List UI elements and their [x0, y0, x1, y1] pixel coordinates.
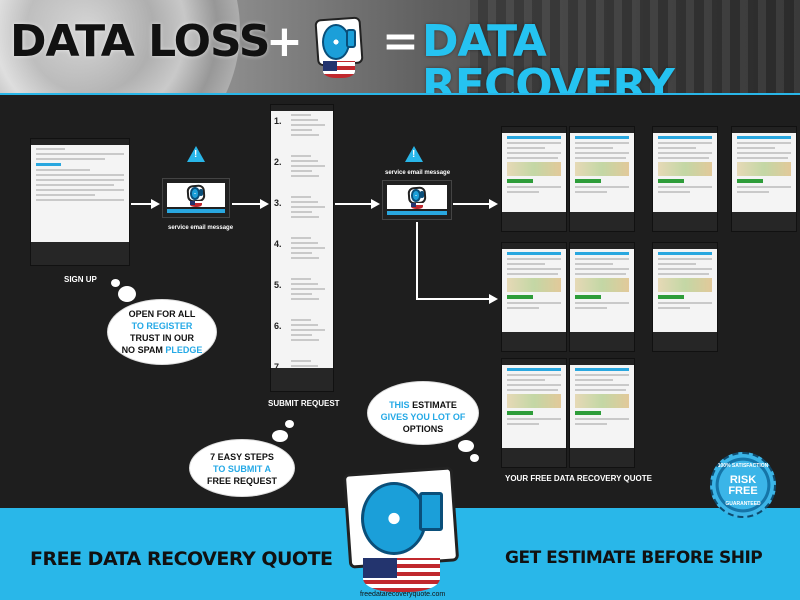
quote-screenshot	[731, 126, 797, 232]
flow-arrow-head	[489, 199, 498, 209]
flow-arrow-head	[151, 199, 160, 209]
quote-screenshot	[501, 242, 567, 352]
service-email-caption: service email message	[385, 170, 451, 176]
server-rack-image	[470, 0, 800, 93]
flow-arrow	[335, 203, 371, 205]
warning-icon: !	[405, 146, 423, 162]
footer-free-quote: FREE DATA RECOVERY QUOTE	[30, 548, 333, 570]
flow-arrow-head	[489, 294, 498, 304]
cloud-puff	[111, 279, 120, 287]
brand-logo-icon	[342, 466, 460, 592]
submit-step-number: 6.	[274, 321, 282, 331]
submit-step-number: 5.	[274, 280, 282, 290]
submit-request-screenshot: 1. 2. 3. 4. 5. 6. 7.	[270, 104, 334, 392]
flow-arrow-head	[371, 199, 380, 209]
cloud-bubble	[108, 300, 216, 364]
service-email-screenshot	[382, 180, 452, 220]
header-data-recovery: DATA RECOVERY	[422, 16, 675, 95]
cloud-open-text: OPEN FOR ALL TO REGISTER TRUST IN OUR NO…	[121, 309, 203, 355]
flow-arrow	[453, 203, 489, 205]
warning-icon: !	[187, 146, 205, 162]
signup-screenshot	[30, 138, 130, 266]
signup-caption: SIGN UP	[64, 275, 97, 284]
submit-step: 4.	[271, 237, 333, 275]
quote-caption: YOUR FREE DATA RECOVERY QUOTE	[505, 474, 652, 483]
flow-arrow	[232, 203, 260, 205]
submit-step-number: 2.	[274, 157, 282, 167]
quote-screenshot	[652, 242, 718, 352]
quote-screenshot	[501, 358, 567, 468]
submit-step: 1.	[271, 114, 333, 152]
quote-screenshot	[569, 242, 635, 352]
flow-arrow-head	[260, 199, 269, 209]
submit-step-number: 4.	[274, 239, 282, 249]
cloud-puff	[272, 430, 288, 442]
flow-arrow	[131, 203, 151, 205]
brand-logo-icon	[314, 16, 364, 78]
submit-request-caption: SUBMIT REQUEST	[268, 399, 340, 408]
service-email-caption: service email message	[168, 225, 234, 231]
flow-arrow	[416, 222, 418, 300]
submit-step-number: 7.	[274, 362, 282, 372]
header-equals: =	[382, 16, 419, 67]
cloud-steps-text: 7 EASY STEPS TO SUBMIT A FREE REQUEST	[206, 452, 277, 486]
hard-drive-platter-image	[0, 0, 240, 93]
site-url: freedatarecoveryquote.com	[360, 591, 446, 598]
submit-step-number: 3.	[274, 198, 282, 208]
cloud-bubble	[368, 382, 478, 444]
quote-screenshot	[501, 126, 567, 232]
cloud-puff	[470, 454, 479, 462]
quote-screenshot	[569, 358, 635, 468]
header-data-loss: DATA LOSS	[10, 16, 270, 67]
submit-step: 6.	[271, 319, 333, 357]
cloud-puff	[285, 420, 294, 428]
submit-step: 5.	[271, 278, 333, 316]
cloud-puff	[458, 440, 474, 452]
header-banner: DATA LOSS + = DATA RECOVERY	[0, 0, 800, 95]
submit-step: 3.	[271, 196, 333, 234]
cloud-bubble	[190, 440, 294, 496]
cloud-estimate-text: THIS ESTIMATE GIVES YOU LOT OF OPTIONS	[380, 400, 466, 434]
flow-arrow	[416, 298, 490, 300]
cloud-puff	[118, 286, 136, 302]
quote-screenshot	[569, 126, 635, 232]
quote-screenshot	[652, 126, 718, 232]
footer-estimate: GET ESTIMATE BEFORE SHIP	[505, 548, 763, 568]
service-email-screenshot	[162, 178, 230, 218]
submit-step: 2.	[271, 155, 333, 193]
submit-step-number: 1.	[274, 116, 282, 126]
header-plus: +	[266, 16, 303, 67]
